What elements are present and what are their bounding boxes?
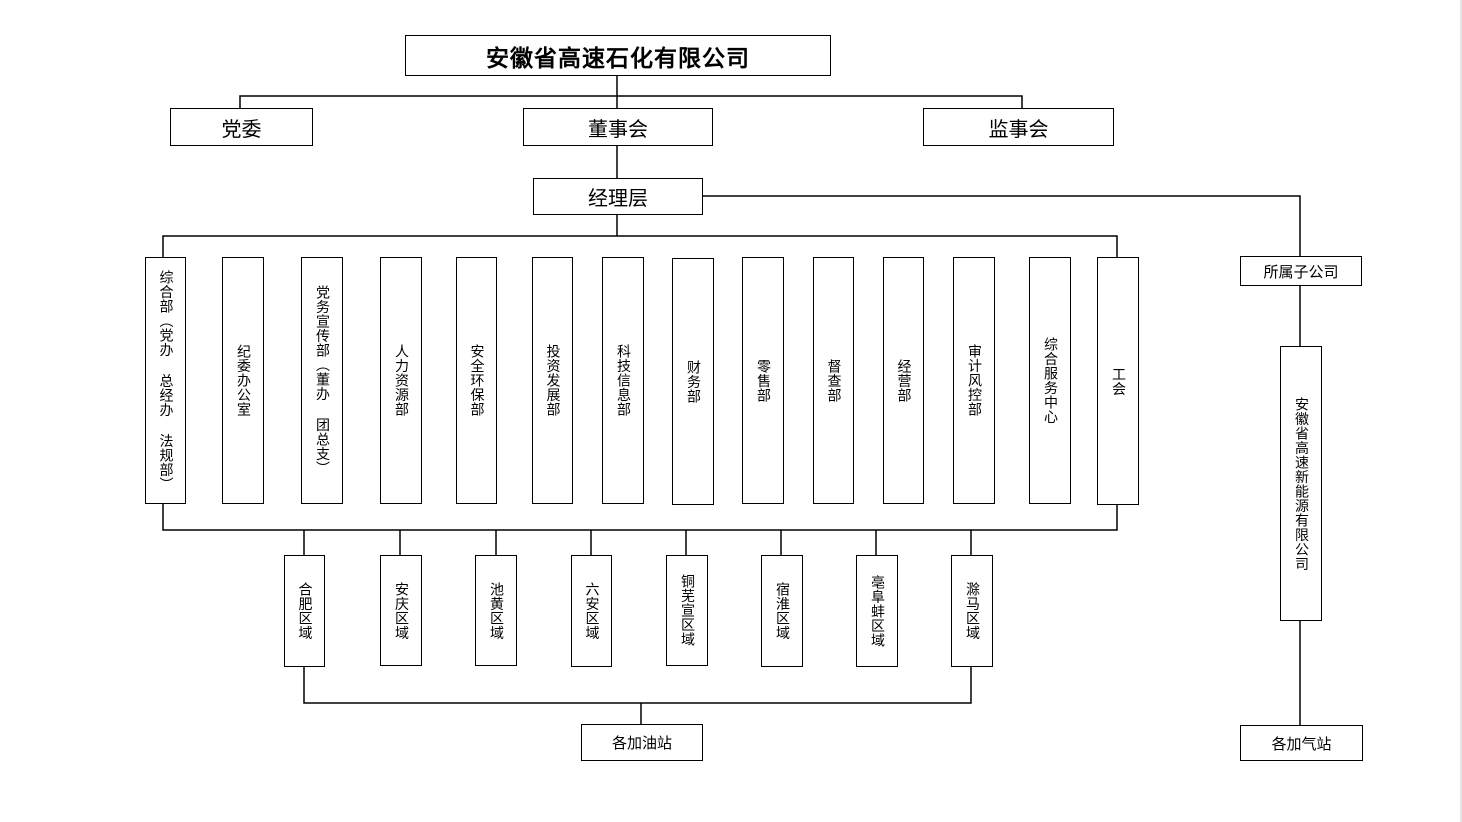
department-box: 财务部 (672, 258, 714, 505)
region-box: 宿淮区域 (761, 555, 803, 667)
region-label: 池黄区域 (488, 581, 505, 640)
subsidiary-company-box: 安徽省高速新能源有限公司 (1280, 346, 1322, 621)
page-edge-divider (1460, 0, 1462, 822)
department-box: 综合部（党办 总经办 法规部） (145, 257, 186, 504)
department-label: 审计风控部 (966, 344, 983, 417)
region-label: 六安区域 (583, 582, 600, 640)
department-label: 投资发展部 (544, 344, 561, 417)
department-box: 督查部 (813, 257, 854, 504)
department-label: 零售部 (755, 358, 772, 403)
subsidiaries-box: 所属子公司 (1240, 256, 1362, 286)
department-box: 经营部 (883, 257, 924, 504)
region-label: 亳阜蚌区域 (869, 574, 886, 648)
department-box: 纪委办公室 (222, 257, 264, 504)
board-box: 董事会 (523, 108, 713, 146)
department-label: 人力资源部 (393, 344, 410, 417)
department-box: 零售部 (742, 257, 784, 504)
department-label: 综合服务中心 (1042, 337, 1059, 424)
company-name: 安徽省高速石化有限公司 (486, 45, 750, 72)
department-label: 综合部（党办 总经办 法规部） (157, 269, 174, 492)
company-box: 安徽省高速石化有限公司 (405, 35, 831, 76)
department-box: 投资发展部 (532, 257, 573, 504)
department-box: 工会 (1097, 257, 1139, 505)
department-label: 工会 (1110, 366, 1127, 396)
department-label: 财务部 (685, 359, 702, 404)
party-committee-label: 党委 (221, 116, 262, 141)
board-label: 董事会 (588, 116, 648, 141)
supervisory-board-label: 监事会 (988, 116, 1049, 141)
region-box: 六安区域 (571, 555, 612, 667)
region-label: 滁马区域 (964, 582, 981, 640)
gas-stations-box: 各加油站 (581, 724, 703, 761)
gas-filling-stations-label: 各加气站 (1271, 734, 1332, 753)
department-label: 督查部 (825, 358, 842, 403)
region-box: 池黄区域 (475, 555, 517, 666)
supervisory-board-box: 监事会 (923, 108, 1114, 146)
department-box: 安全环保部 (456, 257, 497, 504)
region-label: 合肥区域 (296, 582, 313, 640)
department-label: 科技信息部 (615, 344, 632, 417)
department-box: 人力资源部 (380, 257, 422, 504)
subsidiary-company-label: 安徽省高速新能源有限公司 (1293, 396, 1310, 571)
management-box: 经理层 (533, 178, 703, 215)
department-box: 审计风控部 (953, 257, 995, 504)
region-box: 安庆区域 (380, 555, 422, 666)
region-box: 合肥区域 (284, 555, 325, 667)
gas-stations-label: 各加油站 (611, 734, 672, 752)
management-label: 经理层 (588, 186, 648, 210)
region-box: 滁马区域 (951, 555, 993, 667)
department-label: 纪委办公室 (235, 344, 252, 417)
region-label: 宿淮区域 (774, 582, 791, 640)
region-box: 亳阜蚌区域 (856, 555, 898, 667)
department-label: 安全环保部 (468, 344, 485, 417)
department-box: 科技信息部 (602, 257, 644, 504)
department-label: 党务宣传部（董办 团总支） (314, 285, 331, 476)
gas-filling-stations-box: 各加气站 (1240, 725, 1363, 761)
region-label: 安庆区域 (393, 581, 410, 640)
department-box: 党务宣传部（董办 团总支） (301, 257, 343, 504)
department-box: 综合服务中心 (1029, 257, 1071, 504)
subsidiaries-label: 所属子公司 (1263, 262, 1339, 281)
party-committee-box: 党委 (170, 108, 313, 146)
region-label: 铜芜宣区域 (679, 574, 696, 647)
region-box: 铜芜宣区域 (666, 555, 708, 666)
department-label: 经营部 (895, 358, 912, 403)
